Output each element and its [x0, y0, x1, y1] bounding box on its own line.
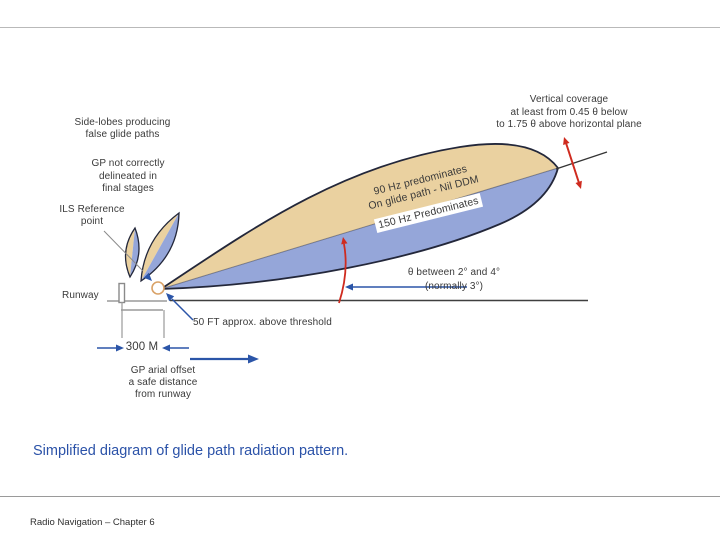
- gp-offset-line2: a safe distance: [128, 377, 198, 388]
- gp-offset-line1: GP arial offset: [130, 365, 196, 376]
- ils-reference-line1: ILS Reference: [59, 204, 125, 215]
- gp-delineation-label: GP not correctly delineated in final sta…: [78, 158, 178, 196]
- offset-300m-label: 300 M: [120, 341, 164, 353]
- theta-angle-arrowhead: [341, 237, 348, 245]
- footer-rule: [0, 496, 720, 497]
- figure-caption-text: Simplified diagram of glide path radiati…: [33, 443, 349, 459]
- footer-text: Radio Navigation – Chapter 6: [30, 517, 155, 528]
- vertical-coverage-line3: to 1.75 θ above horizontal plane: [496, 119, 642, 130]
- fifty-ft-text: 50 FT approx. above threshold: [193, 317, 332, 328]
- side-lobe-large: [140, 211, 180, 283]
- side-lobe-large-blue: [141, 213, 179, 281]
- vertical-coverage-line1: Vertical coverage: [529, 94, 609, 105]
- dimension-300m: [97, 344, 189, 352]
- side-lobe-small-tan: [125, 228, 135, 277]
- runway-label-text: Runway: [62, 290, 99, 301]
- ils-reference-arrowhead: [143, 272, 152, 281]
- vertical-coverage-arrowhead-top: [563, 137, 570, 145]
- main-lobe-90hz-region: [161, 143, 558, 289]
- footer-text-content: Radio Navigation – Chapter 6: [30, 517, 155, 528]
- fifty-ft-arrowhead: [166, 293, 175, 302]
- offset-direction-arrowhead: [248, 354, 259, 364]
- vertical-coverage-label: Vertical coverage at least from 0.45 θ b…: [478, 94, 660, 132]
- side-lobes-label-line1: Side-lobes producing: [74, 117, 171, 128]
- vertical-coverage-arrow-line: [565, 142, 580, 184]
- dim-arrow-left-head: [116, 344, 124, 352]
- side-lobes-label-line2: false glide paths: [85, 129, 160, 140]
- runway-label: Runway: [62, 290, 99, 302]
- theta-range-line1: θ between 2° and 4°: [407, 267, 501, 278]
- glide-path-centerline: [160, 167, 559, 290]
- gp-offset-label: GP arial offset a safe distance from run…: [118, 365, 208, 401]
- theta-range-label: θ between 2° and 4° (normally 3°): [395, 266, 513, 293]
- theta-pointer-arrowhead: [345, 283, 353, 291]
- gp-offset-line3: from runway: [134, 389, 192, 400]
- vertical-coverage-arrowhead-bottom: [575, 180, 582, 189]
- side-lobe-small-blue: [130, 228, 139, 277]
- gp-delineation-line1: GP not correctly: [91, 158, 165, 169]
- figure-caption: Simplified diagram of glide path radiati…: [33, 443, 348, 459]
- theta-angle-arc: [338, 243, 347, 304]
- side-lobe-large-outline: [140, 211, 180, 283]
- gp-delineation-line3: final stages: [102, 183, 154, 194]
- ils-reference-pointer-line: [103, 230, 144, 272]
- side-lobes-label: Side-lobes producing false glide paths: [60, 117, 185, 141]
- vertical-coverage-line2: at least from 0.45 θ below: [510, 106, 628, 118]
- fifty-ft-label: 50 FT approx. above threshold: [193, 317, 363, 329]
- ils-reference-point-marker: [151, 281, 165, 295]
- fifty-ft-pointer-line: [171, 298, 194, 321]
- side-lobe-small: [124, 226, 140, 279]
- offset-300m-text: 300 M: [125, 341, 159, 353]
- top-rule: [0, 27, 720, 28]
- ils-reference-line2: point: [80, 216, 104, 227]
- gp-delineation-line2: delineated in: [98, 170, 157, 182]
- ils-reference-label: ILS Reference point: [52, 204, 132, 228]
- dim-arrow-right-head: [162, 344, 170, 352]
- side-lobe-small-outline: [124, 226, 140, 279]
- theta-range-line2: (normally 3°): [424, 280, 484, 292]
- glide-path-extension-line: [555, 151, 608, 170]
- runway-group: [107, 282, 167, 338]
- gp-aerial-mast: [118, 282, 126, 304]
